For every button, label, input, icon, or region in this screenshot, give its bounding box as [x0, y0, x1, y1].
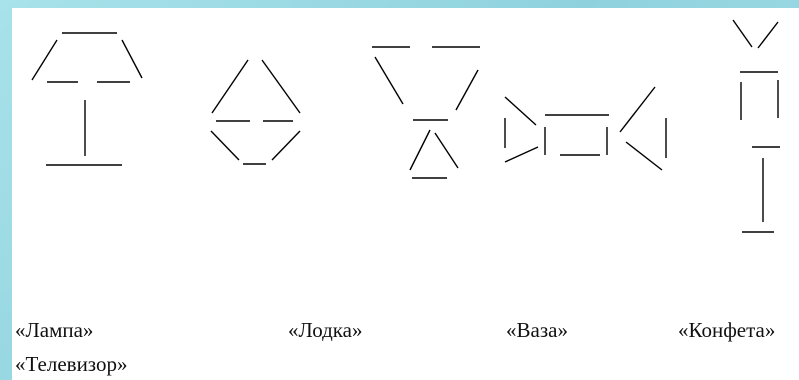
label-vase: «Ваза»: [506, 318, 568, 343]
label-boat: «Лодка»: [288, 318, 363, 343]
label-lamp: «Лампа»: [15, 318, 93, 343]
boat-figure: [211, 60, 300, 164]
label-candy: «Конфета»: [678, 318, 775, 343]
label-tv: «Телевизор»: [15, 352, 127, 377]
lamp-figure: [32, 33, 142, 165]
candy-figure: [505, 87, 666, 170]
tv-figure: [733, 20, 780, 232]
hourglass-figure: [372, 47, 480, 178]
